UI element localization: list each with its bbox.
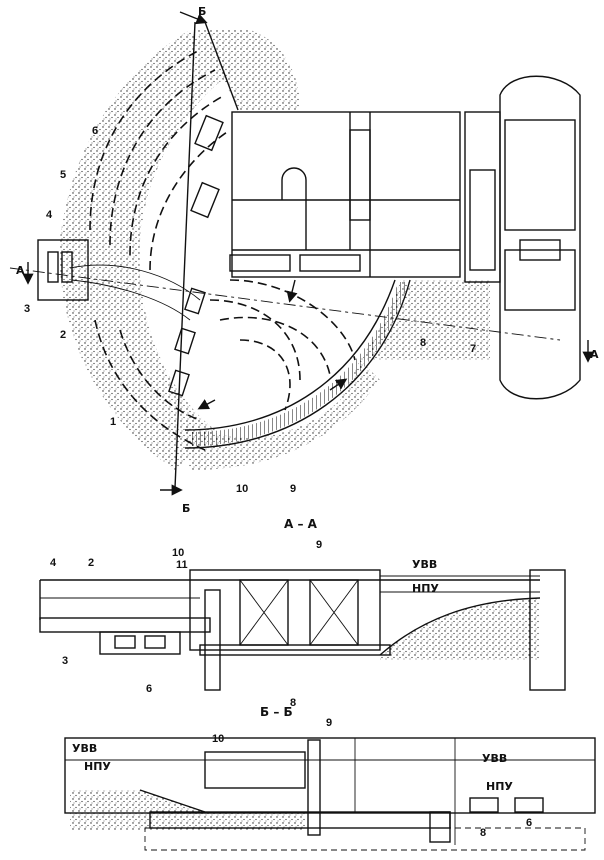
- plan-label-a-left: А: [16, 264, 25, 277]
- spillway-building: [229, 111, 501, 283]
- aa-label-8: 8: [290, 697, 296, 709]
- plan-label-b-bottom: Б: [182, 502, 190, 515]
- aa-label-6: 6: [146, 683, 152, 695]
- plan-label-10: 10: [236, 483, 248, 495]
- gate-blocks: [168, 114, 224, 397]
- dam-axis: [204, 21, 239, 111]
- section-bb: Б – Б УВВ НПУ 10 9 УВВ НПУ 8 6: [64, 705, 596, 851]
- plan-label-9: 9: [290, 483, 296, 495]
- right-tower: [499, 75, 581, 400]
- flow-line: [119, 329, 201, 421]
- flow-line: [149, 129, 231, 271]
- bb-label-8: 8: [480, 827, 486, 839]
- sand-fill-top: [195, 30, 300, 110]
- plan-label-6: 6: [92, 125, 98, 137]
- aa-label-uvv: УВВ: [412, 558, 437, 571]
- section-bb-title: Б – Б: [260, 705, 293, 719]
- flow-line: [94, 319, 206, 451]
- curved-channel: [184, 279, 411, 449]
- plan-label-8: 8: [420, 337, 426, 349]
- bb-label-uvv-left: УВВ: [72, 742, 97, 755]
- plan-label-5: 5: [60, 169, 66, 181]
- plan-label-3: 3: [24, 303, 30, 315]
- aa-label-10: 10: [172, 547, 184, 559]
- section-aa-title: А – А: [284, 517, 318, 531]
- section-aa: А – А 4 2 3 6 11 10 9 8 УВВ НП: [39, 517, 566, 709]
- bb-label-npu-right: НПУ: [486, 780, 513, 793]
- bb-label-6: 6: [526, 817, 532, 829]
- aa-label-2: 2: [88, 557, 94, 569]
- bb-label-9: 9: [326, 717, 332, 729]
- sand-fill-embankment: [59, 30, 235, 470]
- plan-label-2: 2: [60, 329, 66, 341]
- plan-view: Б Б А А 1 2 3 4 5 6 7 8 9 10: [9, 5, 599, 515]
- aa-label-9: 9: [316, 539, 322, 551]
- aa-label-4: 4: [50, 557, 57, 569]
- section-arrow-b-top: [179, 11, 208, 25]
- flow-line: [89, 49, 201, 231]
- flow-line: [129, 94, 226, 256]
- plan-label-b-top: Б: [198, 5, 206, 18]
- plan-label-7: 7: [470, 343, 476, 355]
- sand-fill-downstream: [360, 280, 490, 360]
- section-line-bb: [174, 21, 196, 489]
- bb-label-10: 10: [212, 733, 224, 745]
- plan-label-a-right: А: [590, 348, 599, 361]
- aa-label-11: 11: [176, 559, 188, 571]
- intake-structure: [37, 239, 201, 321]
- aa-label-3: 3: [62, 655, 68, 667]
- flow-line: [109, 69, 216, 246]
- aa-label-npu: НПУ: [412, 582, 439, 595]
- bb-label-uvv-right: УВВ: [482, 752, 507, 765]
- bb-label-npu-left: НПУ: [84, 760, 111, 773]
- section-line-aa: [9, 267, 561, 341]
- sand-fill-bottom: [185, 360, 380, 470]
- plan-label-4: 4: [46, 209, 53, 221]
- plan-label-1: 1: [110, 416, 116, 428]
